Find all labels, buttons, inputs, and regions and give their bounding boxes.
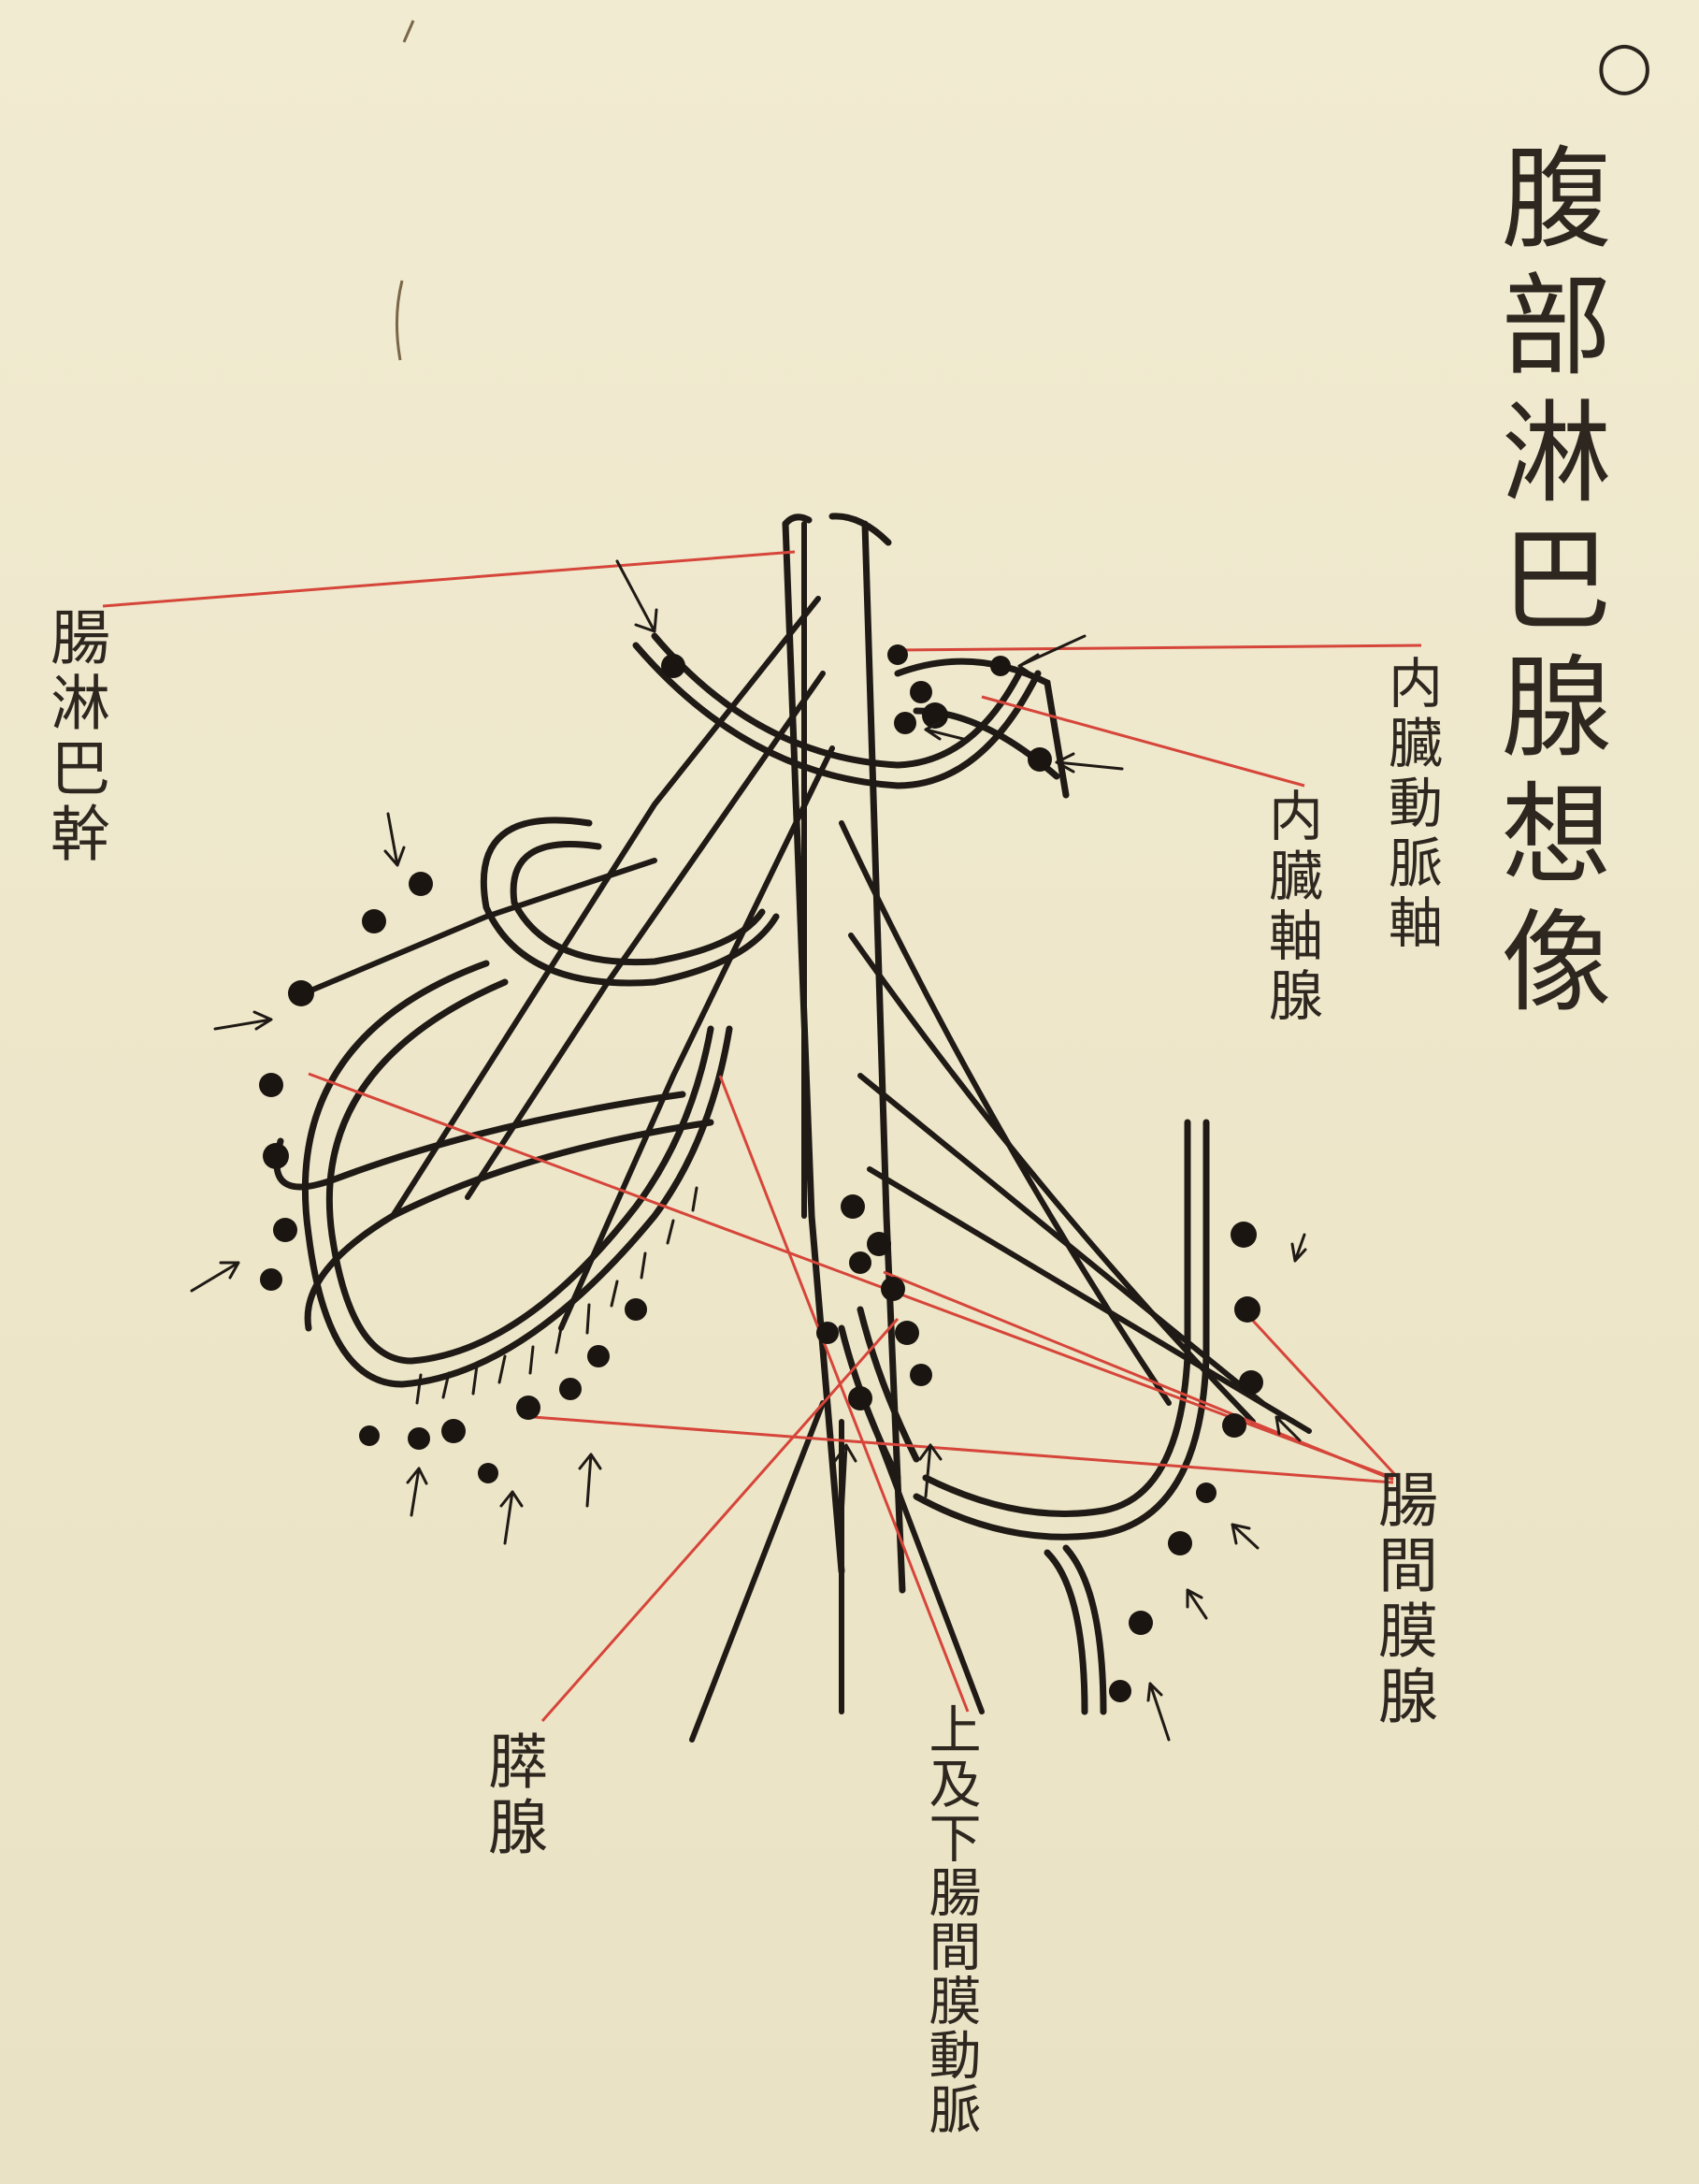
label-pancreatic-gland: 膵腺: [482, 1730, 542, 1861]
aorta-right-wall: [865, 524, 902, 1590]
label-mesenteric-gland: 腸間膜腺: [1373, 1468, 1433, 1730]
upper-arch-outer: [636, 645, 1038, 786]
aorta-top: [785, 516, 888, 542]
gland-dots: [259, 644, 1263, 1702]
paper-marks: [396, 21, 413, 360]
label-celiac-axis-gland: 内臓軸腺: [1264, 788, 1318, 1027]
upper-loop-inner: [513, 845, 762, 962]
label-celiac-artery-axis: 内臓動脈軸: [1384, 655, 1438, 954]
upper-arch-inner: [655, 636, 1019, 765]
loop-inner: [329, 982, 711, 1361]
title-circle-mark: ○: [1591, 26, 1657, 108]
right-loop-outer: [916, 1122, 1206, 1537]
label-chyle-trunk: 腸淋巴幹: [45, 606, 105, 868]
page-title: 腹部淋巴腺想像: [1491, 140, 1602, 1031]
label-mesenteric-arteries: 上及下腸間膜動脈: [924, 1702, 976, 2136]
right-bottom-curve: [1047, 1553, 1085, 1712]
